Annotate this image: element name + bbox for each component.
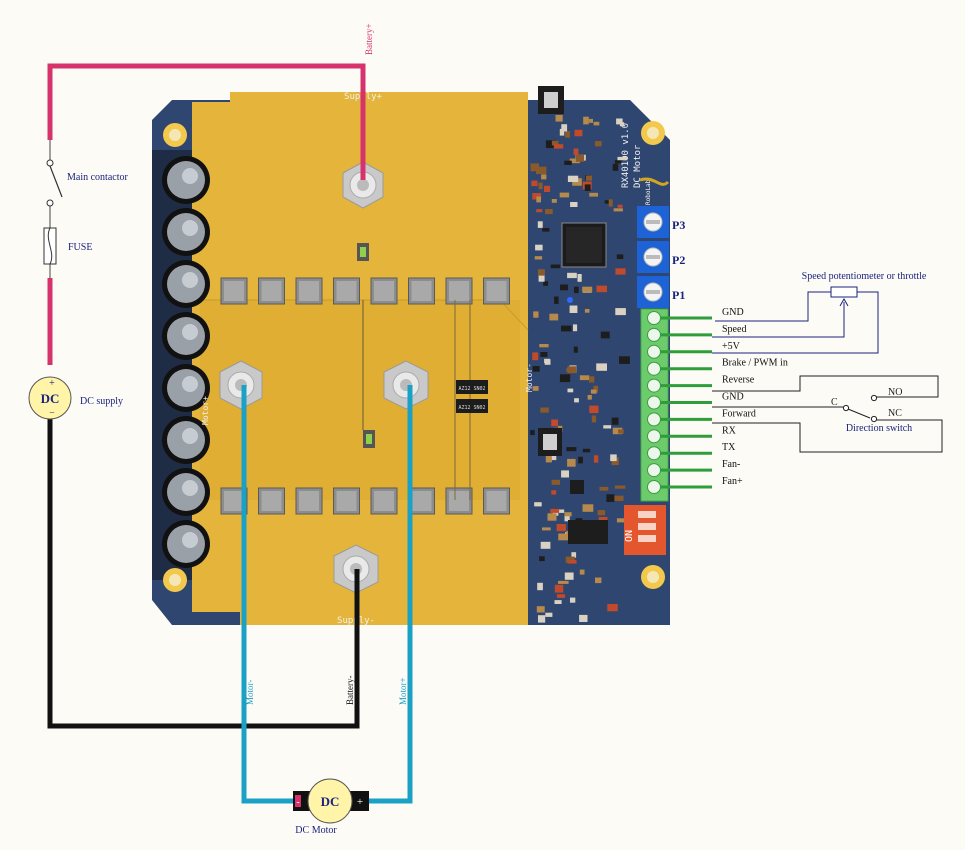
terminal-label: Speed	[722, 324, 746, 335]
fuse-label: FUSE	[68, 242, 92, 253]
bolt-supply-plus	[342, 161, 384, 209]
speed-pot-label: Speed potentiometer or throttle	[802, 271, 927, 282]
terminal-label: Brake / PWM in	[722, 358, 788, 369]
terminal-label: Fan+	[722, 476, 743, 487]
led-blue	[567, 297, 573, 303]
terminal-wires	[660, 316, 712, 489]
dc-supply-label: DC supply	[80, 396, 123, 407]
silk-motor-type: DC Motor	[633, 144, 643, 188]
speed-potentiometer: Speed potentiometer or throttle	[712, 271, 927, 354]
terminal-label: Reverse	[722, 375, 755, 386]
crystal-lead	[639, 177, 670, 186]
p2-label: P2	[672, 253, 685, 267]
dc-motor: DC - + DC Motor	[293, 778, 369, 836]
chip-sn02-b: AZ12 SN02	[456, 399, 488, 413]
terminal-label: RX	[722, 425, 737, 436]
mcu-chip	[561, 222, 607, 268]
silk-motor-minus: Motor-	[525, 363, 534, 392]
trimpot-p2	[637, 241, 669, 273]
terminal-screw	[647, 327, 661, 342]
silk-motor-plus: Motor+	[201, 396, 210, 425]
motor-pin-minus: -	[296, 797, 299, 808]
ic-small	[570, 480, 584, 494]
battery-minus-label: Battery-	[345, 676, 355, 706]
wire-motor-plus	[364, 385, 413, 804]
trimpot-p3	[637, 206, 669, 238]
mounting-holes	[163, 121, 665, 592]
p3-label: P3	[672, 218, 685, 232]
dc-supply-minus: −	[49, 408, 55, 419]
terminal-label: GND	[722, 392, 744, 403]
wires	[47, 63, 413, 804]
terminal-screw	[647, 395, 661, 410]
terminal-screw	[647, 378, 661, 393]
bolt-motor-plus	[383, 360, 429, 410]
motor-minus-label: Motor-	[245, 680, 255, 705]
switch-c-label: C	[831, 397, 838, 408]
terminal-screw	[647, 463, 661, 478]
wire-motor-minus	[241, 385, 294, 804]
terminal-label: Forward	[722, 408, 756, 419]
chip-sn02-a: AZ12 SN02	[456, 380, 488, 394]
p1-label: P1	[672, 288, 685, 302]
switch-nc-label: NC	[888, 408, 902, 419]
terminal-screw	[647, 344, 661, 359]
direction-switch-label: Direction switch	[846, 423, 912, 434]
silk-model: RX40100 v1.0	[621, 123, 631, 188]
dc-supply-plus: +	[49, 378, 55, 389]
terminal-screw	[647, 311, 661, 325]
dc-motor-label: DC Motor	[295, 825, 337, 836]
chip-sn02-b-label: AZ12 SN02	[458, 405, 485, 411]
switch-no-label: NO	[888, 387, 902, 398]
terminal-block	[640, 308, 669, 502]
direction-switch: C NO NC Direction switch	[712, 375, 943, 453]
ic-driver	[568, 520, 608, 544]
silk-brand: RoboLab	[645, 179, 652, 205]
terminal-label: Fan-	[722, 459, 740, 470]
dc-motor-symbol: DC	[321, 794, 340, 809]
dc-supply: DC + − DC supply	[28, 376, 123, 420]
fuse: FUSE	[43, 227, 92, 265]
dip-switch: ON	[624, 505, 666, 555]
terminal-screw	[647, 446, 661, 461]
wire-battery-plus	[47, 63, 366, 180]
main-contactor: Main contactor	[46, 159, 128, 207]
terminal-screw	[647, 361, 661, 376]
capacitor-bank	[152, 150, 210, 580]
battery-plus-label: Battery+	[364, 23, 374, 55]
terminal-label: GND	[722, 307, 744, 318]
wire-battery-minus	[47, 416, 360, 729]
dip-on-label: ON	[624, 530, 635, 542]
chip-sn02-a-label: AZ12 SN02	[458, 386, 485, 392]
controller-board: AZ12 SN02 AZ12 SN02 Supply+ Supply- Moto…	[152, 86, 670, 626]
terminal-label: TX	[722, 442, 736, 453]
terminal-screw	[647, 412, 661, 427]
dc-supply-symbol: DC	[41, 391, 60, 406]
motor-plus-label: Motor+	[398, 677, 408, 705]
terminal-label: +5V	[722, 341, 741, 352]
smd-components	[530, 115, 630, 623]
terminal-screw	[647, 480, 661, 494]
trimpot-p1	[637, 276, 669, 308]
terminal-screw	[647, 429, 661, 444]
bolt-motor-minus	[219, 360, 263, 410]
main-contactor-label: Main contactor	[67, 172, 128, 183]
motor-pin-plus: +	[357, 796, 363, 808]
